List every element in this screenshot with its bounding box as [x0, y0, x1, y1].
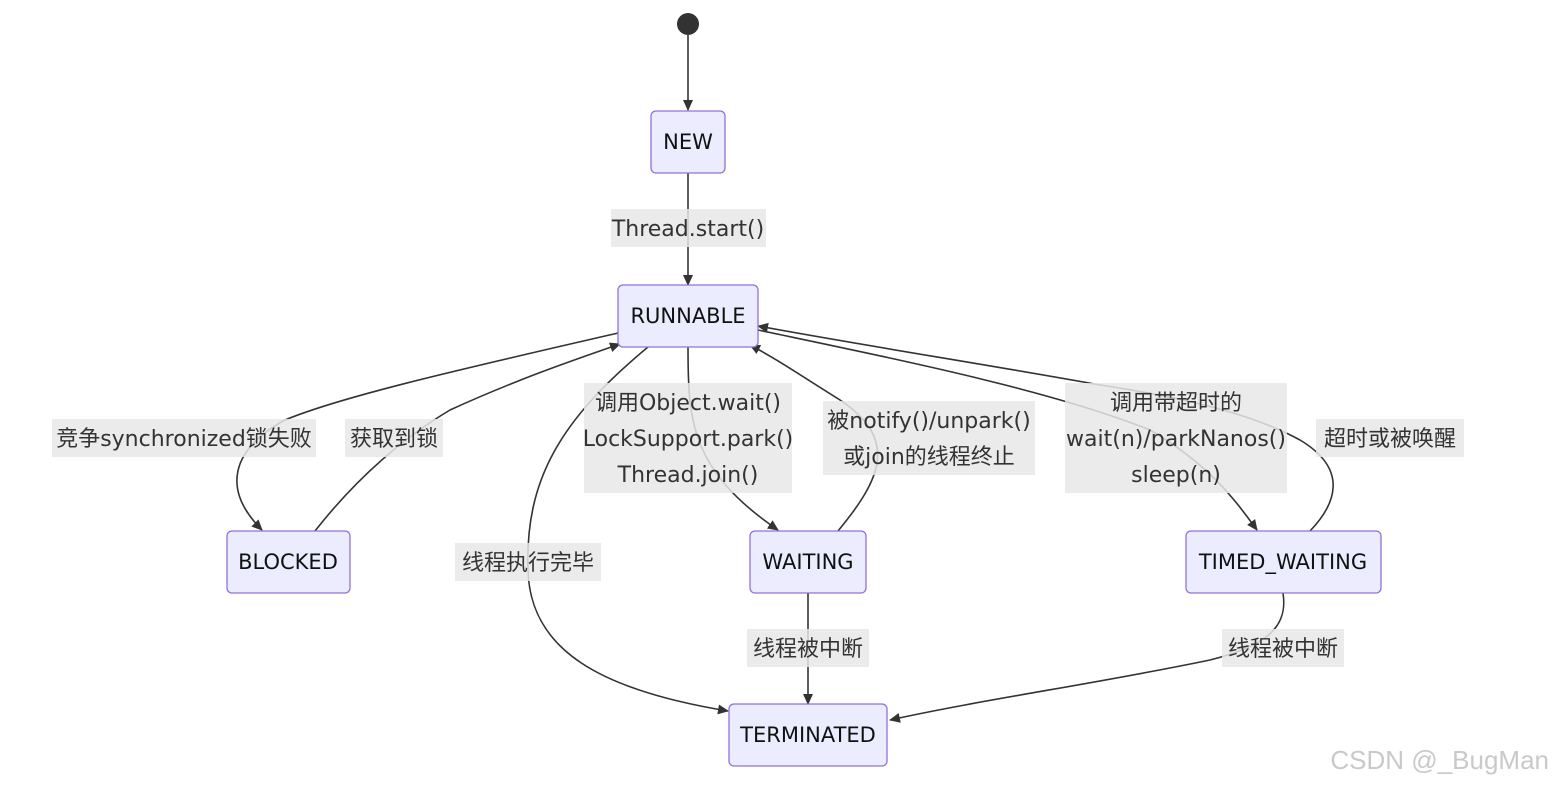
state-blocked: BLOCKED — [226, 530, 351, 594]
state-terminated-label: TERMINATED — [739, 723, 876, 747]
label-timed-waiting-interrupted-text: 线程被中断 — [1228, 637, 1338, 662]
state-terminated: TERMINATED — [728, 703, 888, 767]
label-from-timed-waiting: 超时或被唤醒 — [1316, 419, 1464, 457]
edge-timed-waiting-terminated — [889, 592, 1285, 723]
state-runnable: RUNNABLE — [617, 284, 759, 348]
label-to-blocked-text: 竞争synchronized锁失败 — [56, 427, 312, 452]
label-start-text: Thread.start() — [611, 217, 764, 242]
label-waiting-interrupted: 线程被中断 — [747, 629, 869, 667]
label-runnable-terminated: 线程执行完毕 — [455, 543, 601, 581]
watermark: CSDN @_BugMan — [1330, 745, 1549, 775]
state-runnable-label: RUNNABLE — [630, 304, 745, 328]
edge-blocked-runnable — [314, 342, 621, 532]
label-timed-waiting-interrupted: 线程被中断 — [1222, 629, 1344, 667]
label-to-waiting-line-2: LockSupport.park() — [583, 427, 794, 452]
label-runnable-terminated-text: 线程执行完毕 — [462, 551, 594, 576]
label-from-timed-waiting-text: 超时或被唤醒 — [1324, 427, 1456, 452]
state-timed-waiting: TIMED_WAITING — [1185, 530, 1382, 594]
label-to-waiting-line-1: 调用Object.wait() — [595, 391, 781, 416]
state-new-label: NEW — [663, 130, 713, 154]
label-from-blocked: 获取到锁 — [345, 419, 443, 457]
label-from-waiting-line-2: 或join的线程终止 — [843, 445, 1015, 470]
label-to-timed-waiting-line-3: sleep(n) — [1131, 463, 1221, 488]
label-from-blocked-text: 获取到锁 — [350, 427, 438, 452]
start-node — [677, 13, 699, 35]
label-to-waiting: 调用Object.wait() LockSupport.park() Threa… — [583, 383, 794, 493]
label-to-timed-waiting: 调用带超时的 wait(n)/parkNanos() sleep(n) — [1065, 383, 1287, 493]
state-waiting-label: WAITING — [762, 550, 853, 574]
label-to-blocked: 竞争synchronized锁失败 — [52, 419, 316, 457]
label-from-waiting-line-1: 被notify()/unpark() — [827, 409, 1030, 434]
edge-runnable-blocked — [236, 332, 619, 531]
state-blocked-label: BLOCKED — [238, 550, 338, 574]
label-to-timed-waiting-line-1: 调用带超时的 — [1110, 391, 1242, 416]
state-new: NEW — [650, 110, 726, 174]
label-to-waiting-line-3: Thread.join() — [617, 463, 759, 488]
state-timed-waiting-label: TIMED_WAITING — [1198, 550, 1367, 575]
label-to-timed-waiting-line-2: wait(n)/parkNanos() — [1066, 427, 1286, 452]
label-start: Thread.start() — [611, 209, 766, 247]
state-waiting: WAITING — [749, 530, 867, 594]
label-waiting-interrupted-text: 线程被中断 — [753, 637, 863, 662]
label-from-waiting: 被notify()/unpark() 或join的线程终止 — [823, 401, 1035, 475]
